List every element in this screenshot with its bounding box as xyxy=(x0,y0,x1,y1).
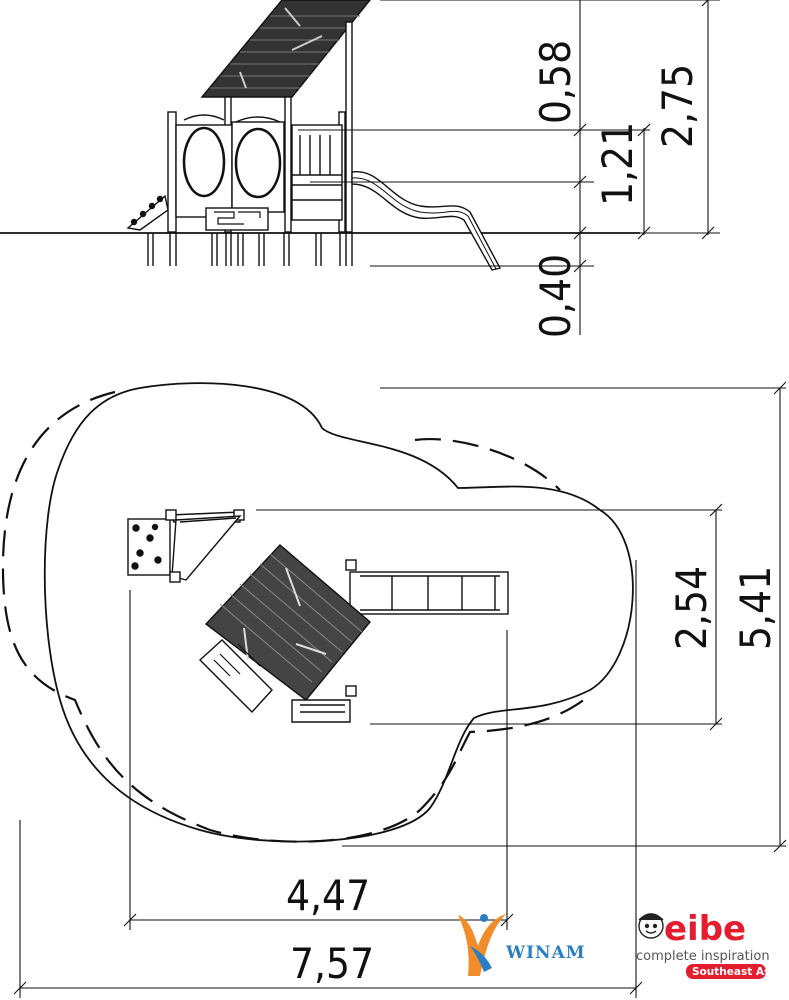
tower-roof-plan xyxy=(204,544,371,701)
climbing-steps xyxy=(126,194,169,231)
dim-structure-width: 2,54 xyxy=(667,566,716,650)
dim-structure-length: 4,47 xyxy=(286,871,370,920)
dim-safety-length: 7,57 xyxy=(290,939,374,988)
tower-railing xyxy=(291,124,343,221)
dim-foundation-depth: 0,40 xyxy=(531,254,580,338)
eibe-logo: eibe complete inspiration Southeast Asia xyxy=(636,909,781,979)
porthole-panel xyxy=(175,114,233,218)
winam-wordmark: WINAM xyxy=(505,943,586,963)
lower-deck xyxy=(205,207,269,231)
eibe-face-icon xyxy=(638,913,664,939)
impact-area-outline xyxy=(1,390,591,843)
deck-plan xyxy=(198,639,351,723)
foundations xyxy=(147,233,353,266)
dim-platform-height: 1,21 xyxy=(593,122,642,206)
safety-zone-outline xyxy=(43,382,634,843)
eibe-wordmark: eibe xyxy=(664,909,746,949)
elevation-dimension-lines xyxy=(298,0,720,335)
side-elevation xyxy=(0,0,720,335)
plan-dimension-lines xyxy=(13,381,787,998)
plan-view xyxy=(1,381,787,998)
eibe-region-badge xyxy=(686,964,766,979)
winam-figure-icon xyxy=(458,914,506,976)
connecting-beams xyxy=(165,509,245,583)
climbing-panel xyxy=(127,518,171,576)
dim-safety-width: 5,41 xyxy=(731,566,780,650)
dimension-labels: 0,58 1,21 2,75 0,40 2,54 5,41 4,47 7,57 xyxy=(286,40,780,988)
slide-plan xyxy=(349,571,509,615)
roof xyxy=(200,0,371,98)
dim-total-height: 2,75 xyxy=(653,64,702,148)
winam-logo: WINAM xyxy=(458,914,586,976)
slide xyxy=(351,171,502,271)
tunnel-panel xyxy=(231,116,285,213)
dim-roof-height: 0,58 xyxy=(531,40,580,124)
eibe-region-label: Southeast Asia xyxy=(692,966,781,978)
eibe-tagline: complete inspiration xyxy=(636,949,770,964)
